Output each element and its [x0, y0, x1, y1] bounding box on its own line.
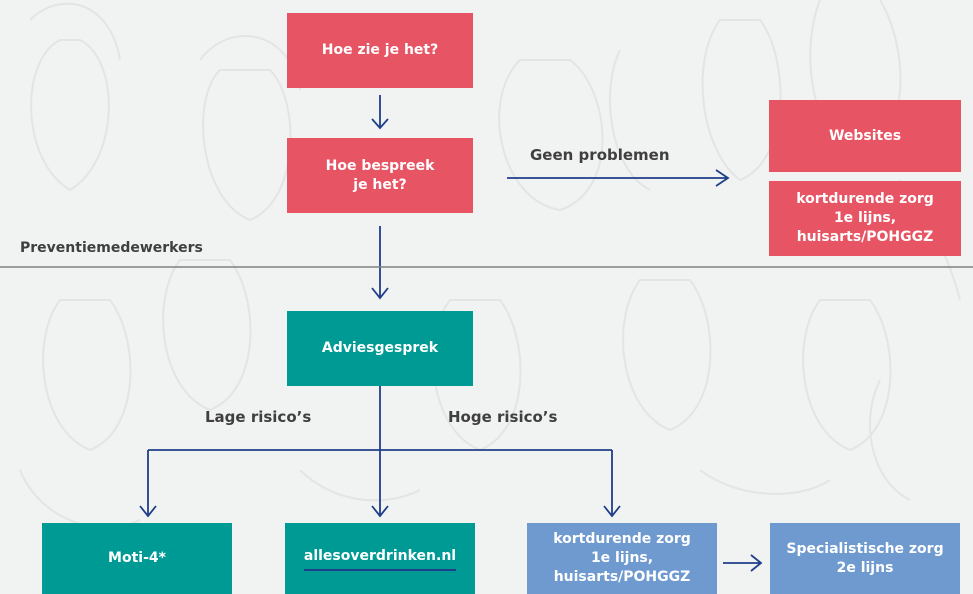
box-hoe-zie-je-het-label: Hoe zie je het? — [321, 42, 439, 58]
box-hoe-bespreek-label: Hoe bespreek je het? — [325, 157, 435, 193]
allesoverdrinken-link[interactable]: allesoverdrinken.nl — [303, 547, 457, 571]
arrow-to-specialistische — [723, 554, 763, 572]
box-moti-4-label: Moti-4* — [108, 550, 166, 566]
arrow-to-kortdurende — [603, 450, 621, 518]
arrow-zie-to-bespreek — [371, 95, 389, 130]
box-adviesgesprek: Adviesgesprek — [287, 311, 473, 386]
box-websites: Websites — [769, 100, 961, 172]
label-hoge-risicos: Hoge risico’s — [448, 408, 558, 426]
label-geen-problemen: Geen problemen — [530, 146, 670, 164]
box-kortdurende-bottom-label: kortdurende zorg 1e lijns, huisarts/POHG… — [553, 531, 691, 585]
arrow-geen-problemen — [507, 169, 730, 187]
box-kortdurende-zorg-bottom: kortdurende zorg 1e lijns, huisarts/POHG… — [527, 523, 717, 594]
box-hoe-bespreek-je-het: Hoe bespreek je het? — [287, 138, 473, 213]
box-hoe-zie-je-het: Hoe zie je het? — [287, 13, 473, 88]
label-lage-risicos: Lage risico’s — [205, 408, 312, 426]
label-preventiemedewerkers: Preventiemedewerkers — [20, 240, 203, 256]
box-adviesgesprek-label: Adviesgesprek — [321, 340, 439, 356]
box-kortdurende-zorg-top: kortdurende zorg 1e lijns, huisarts/POHG… — [769, 181, 961, 256]
box-moti-4: Moti-4* — [42, 523, 232, 594]
box-websites-label: Websites — [828, 127, 902, 144]
arrow-to-moti — [139, 450, 157, 518]
box-specialistische-zorg: Specialistische zorg 2e lijns — [770, 523, 960, 594]
box-specialistische-label: Specialistische zorg 2e lijns — [786, 540, 944, 576]
arrow-to-allesoverdrinken — [371, 450, 389, 518]
box-allesoverdrinken: allesoverdrinken.nl — [285, 523, 475, 594]
box-kortdurende-top-label: kortdurende zorg 1e lijns, huisarts/POHG… — [796, 191, 934, 245]
arrow-bespreek-to-advies — [371, 226, 389, 300]
